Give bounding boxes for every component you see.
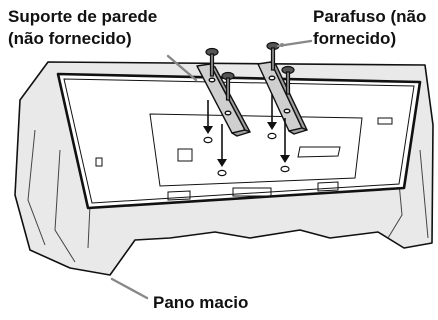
wall-bracket-right bbox=[257, 61, 308, 135]
screw-icon bbox=[281, 65, 295, 95]
arrow-down-icon bbox=[203, 100, 213, 134]
screw-label-line1: Parafuso (não bbox=[313, 7, 427, 26]
leader-screw-dot bbox=[280, 43, 284, 47]
tv-panel bbox=[56, 72, 422, 210]
screw-icon bbox=[221, 71, 235, 101]
arrow-down-icon bbox=[280, 118, 290, 163]
arrow-down-icon bbox=[267, 94, 277, 130]
screw-icon bbox=[205, 47, 219, 77]
screw-label-line2: fornecido) bbox=[313, 29, 397, 48]
leader-wall-bracket bbox=[166, 54, 198, 82]
arrow-down-icon bbox=[217, 124, 227, 167]
cloth-folds bbox=[27, 129, 429, 263]
leader-soft-cloth bbox=[110, 277, 149, 300]
wall-bracket-label-line1: Suporte de parede bbox=[8, 7, 158, 26]
wall-bracket-label-line2: (não fornecido) bbox=[8, 29, 132, 48]
tv-panel-inner-edge bbox=[63, 78, 415, 204]
screw-holes bbox=[203, 132, 290, 177]
soft-cloth-label: Pano macio bbox=[153, 293, 249, 312]
